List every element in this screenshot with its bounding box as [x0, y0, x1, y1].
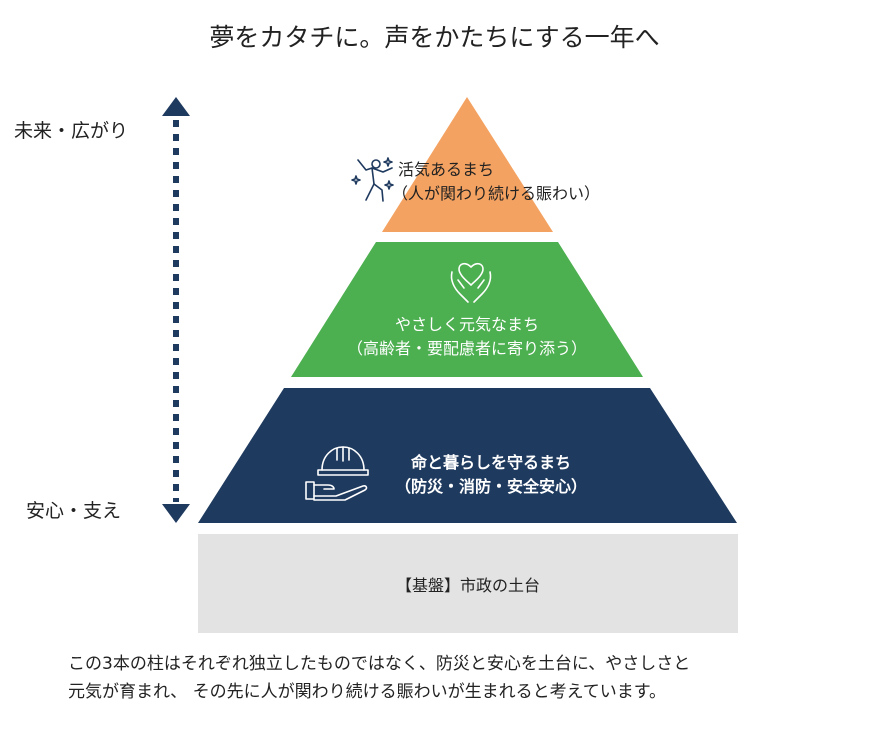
pyramid-level-top: [382, 97, 553, 232]
level-middle-subtitle: （高齢者・要配慮者に寄り添う）: [346, 339, 587, 358]
foundation-block: [198, 534, 738, 633]
level-top-text: 活気あるまち （人が関わり続ける賑わい）: [392, 158, 600, 206]
level-middle-text: やさしく元気なまち （高齢者・要配慮者に寄り添う）: [291, 313, 643, 361]
pyramid-level-middle: [291, 242, 643, 377]
vertical-dotted-arrow: [162, 97, 190, 523]
page-title: 夢をカタチに。声をかたちにする一年へ: [209, 23, 660, 52]
level-bottom-text: 命と暮らしを守るまち （防災・消防・安全安心）: [395, 451, 587, 499]
foundation-label: 【基盤】市政の土台: [395, 576, 540, 595]
axis-bottom-label: 安心・支え: [26, 500, 122, 522]
caption-line-1: この3本の柱はそれぞれ独立したものではなく、防災と安心を土台に、やさしさと: [68, 654, 691, 674]
axis-top-label: 未来・広がり: [14, 120, 129, 142]
level-top-title: 活気あるまち: [398, 160, 495, 179]
jumping-person-icon: [351, 157, 394, 202]
caption: この3本の柱はそれぞれ独立したものではなく、防災と安心を土台に、やさしさと 元気…: [68, 650, 858, 706]
level-bottom-subtitle: （防災・消防・安全安心）: [395, 477, 588, 496]
heart-in-hands-icon: [450, 262, 492, 303]
level-top-subtitle: （人が関わり続ける賑わい）: [392, 184, 601, 203]
caption-line-2: 元気が育まれ、 その先に人が関わり続ける賑わいが生まれると考えています。: [68, 682, 667, 702]
level-middle-title: やさしく元気なまち: [394, 315, 539, 334]
level-bottom-title: 命と暮らしを守るまち: [411, 453, 572, 472]
helmet-in-hand-icon: [305, 446, 369, 501]
